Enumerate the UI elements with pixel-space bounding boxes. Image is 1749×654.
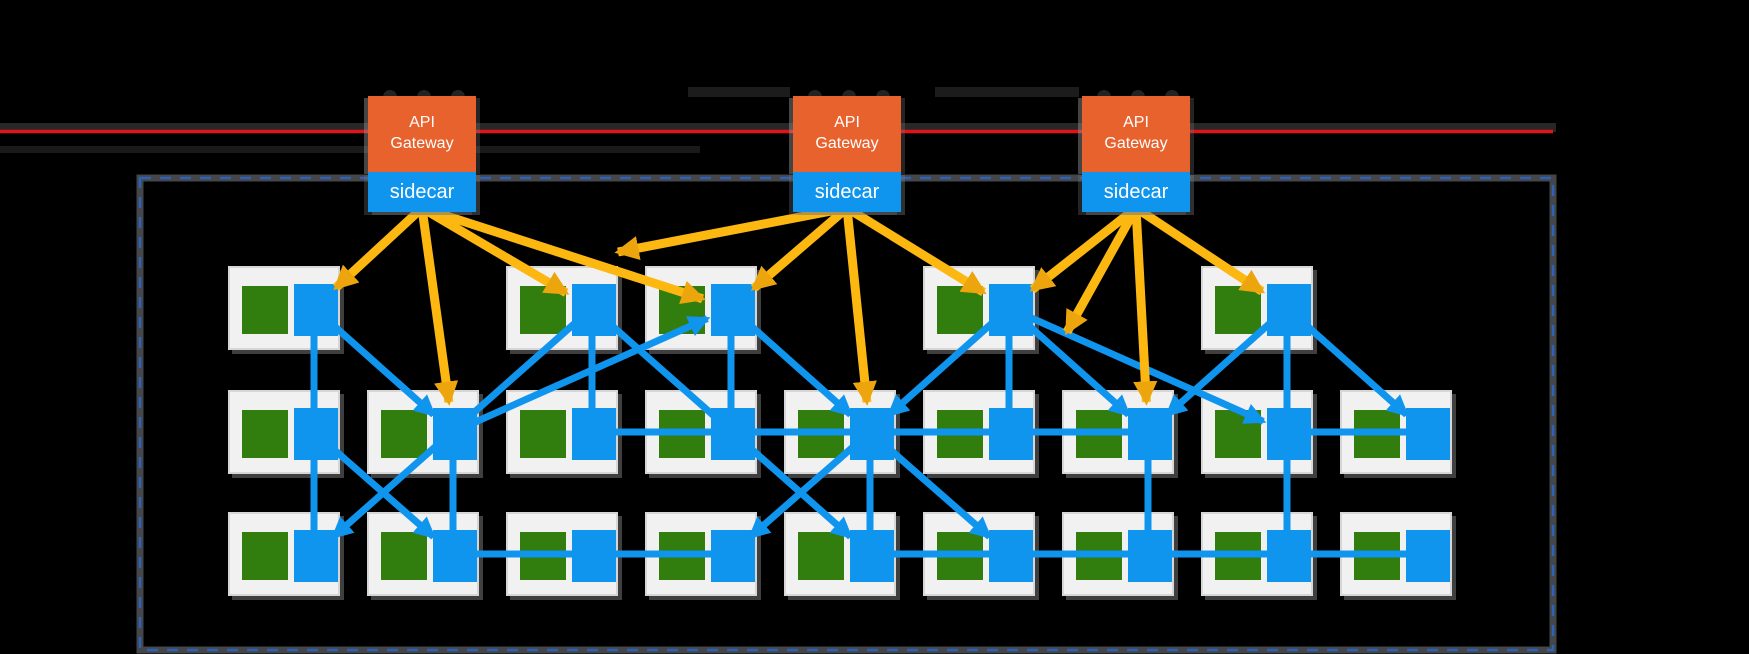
sidecar-proxy-icon xyxy=(572,408,616,460)
sidecar-proxy-icon xyxy=(1267,284,1311,336)
app-container-icon xyxy=(659,410,705,458)
pod-node xyxy=(506,512,618,596)
app-container-icon xyxy=(659,286,705,334)
gateway-label-line2: Gateway xyxy=(815,135,879,152)
sidecar-proxy-icon xyxy=(711,408,755,460)
api-gateway-node: API Gateway xyxy=(793,96,901,172)
app-container-icon xyxy=(937,532,983,580)
app-container-icon xyxy=(1076,532,1122,580)
gateway-label-line1: API xyxy=(409,114,435,132)
pod-node xyxy=(1062,390,1174,474)
sidecar-label: sidecar xyxy=(814,180,880,203)
sidecar-proxy-icon xyxy=(294,284,338,336)
pod-node xyxy=(228,390,340,474)
pod-node xyxy=(1340,512,1452,596)
app-container-icon xyxy=(381,410,427,458)
sidecar-proxy-icon xyxy=(572,530,616,582)
gateway-arrow xyxy=(332,204,426,291)
gateway-top-bumps xyxy=(383,90,1179,104)
shadow-bands xyxy=(0,87,1556,153)
sidecar-proxy-icon xyxy=(433,408,477,460)
pod-node xyxy=(923,390,1035,474)
gateway-sidecar-node: sidecar xyxy=(793,172,901,212)
gateway-label-line2: Gateway xyxy=(1104,135,1168,152)
app-container-icon xyxy=(937,410,983,458)
pod-node xyxy=(1062,512,1174,596)
app-container-icon xyxy=(1215,532,1261,580)
app-container-icon xyxy=(242,410,288,458)
sidecar-proxy-icon xyxy=(294,408,338,460)
pod-node xyxy=(1201,390,1313,474)
pod-node xyxy=(645,266,757,350)
pod-node xyxy=(645,512,757,596)
pod-node xyxy=(367,390,479,474)
gateway-arrow xyxy=(842,207,877,406)
app-container-icon xyxy=(520,532,566,580)
pod-node xyxy=(1201,266,1313,350)
app-container-icon xyxy=(1354,410,1400,458)
app-container-icon xyxy=(520,286,566,334)
api-gateway-node: API Gateway xyxy=(368,96,476,172)
api-gateway-node: API Gateway xyxy=(1082,96,1190,172)
pod-node xyxy=(367,512,479,596)
pod-node xyxy=(784,512,896,596)
sidecar-proxy-icon xyxy=(989,284,1033,336)
app-container-icon xyxy=(242,532,288,580)
sidecar-proxy-icon xyxy=(433,530,477,582)
app-container-icon xyxy=(381,532,427,580)
pod-node xyxy=(228,512,340,596)
sidecar-proxy-icon xyxy=(1267,530,1311,582)
pod-node xyxy=(506,266,618,350)
app-container-icon xyxy=(242,286,288,334)
pod-node xyxy=(228,266,340,350)
sidecar-proxy-icon xyxy=(1128,530,1172,582)
sidecar-proxy-icon xyxy=(711,284,755,336)
app-container-icon xyxy=(798,410,844,458)
sidecar-label: sidecar xyxy=(389,180,455,203)
sidecar-proxy-icon xyxy=(989,530,1033,582)
pod-node xyxy=(1340,390,1452,474)
pod-node xyxy=(784,390,896,474)
pod-node xyxy=(1201,512,1313,596)
gateway-label-line1: API xyxy=(834,114,860,132)
app-container-icon xyxy=(937,286,983,334)
app-container-icon xyxy=(1354,532,1400,580)
gateway-sidecar-node: sidecar xyxy=(1082,172,1190,212)
sidecar-label: sidecar xyxy=(1103,180,1169,203)
sidecar-proxy-icon xyxy=(850,530,894,582)
app-container-icon xyxy=(1076,410,1122,458)
gateway-label-line2: Gateway xyxy=(390,135,454,152)
app-container-icon xyxy=(1215,286,1261,334)
pod-node xyxy=(923,512,1035,596)
sidecar-proxy-icon xyxy=(294,530,338,582)
app-container-icon xyxy=(798,532,844,580)
sidecar-proxy-icon xyxy=(850,408,894,460)
gateway-arrow xyxy=(1131,207,1158,406)
gateway-label-line1: API xyxy=(1123,114,1149,132)
gateway-sidecar-node: sidecar xyxy=(368,172,476,212)
gateway-arrow xyxy=(750,204,850,292)
gateway-arrow xyxy=(614,203,848,261)
pod-node xyxy=(923,266,1035,350)
gateway-arrow xyxy=(417,207,459,406)
gateway-arrow xyxy=(1029,204,1139,293)
pod-node xyxy=(645,390,757,474)
pod-node xyxy=(506,390,618,474)
sidecar-proxy-icon xyxy=(1406,530,1450,582)
sidecar-proxy-icon xyxy=(1406,408,1450,460)
sidecar-proxy-icon xyxy=(1128,408,1172,460)
app-container-icon xyxy=(520,410,566,458)
app-container-icon xyxy=(1215,410,1261,458)
sidecar-proxy-icon xyxy=(572,284,616,336)
app-container-icon xyxy=(659,532,705,580)
gateway-sidecar-arrows xyxy=(332,203,1266,406)
gateway-arrow xyxy=(1063,205,1140,336)
sidecar-proxy-icon xyxy=(989,408,1033,460)
sidecar-proxy-icon xyxy=(1267,408,1311,460)
sidecar-proxy-icon xyxy=(711,530,755,582)
